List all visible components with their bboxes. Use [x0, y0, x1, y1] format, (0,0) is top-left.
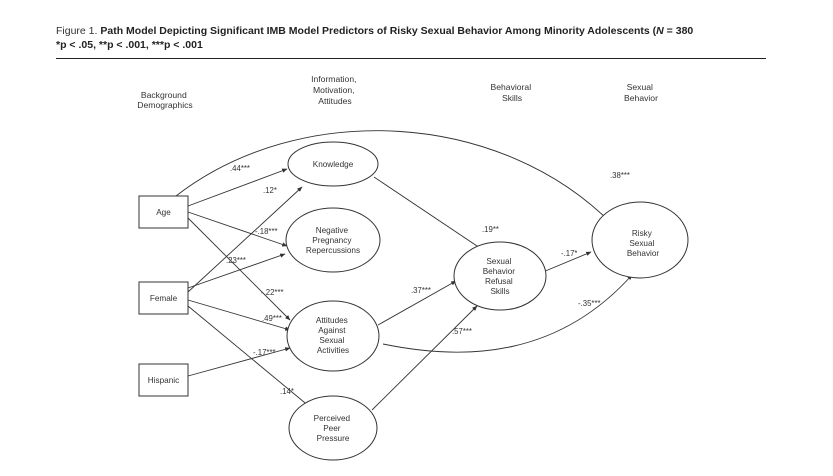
- significance-note: *p < .05, **p < .001, ***p < .001: [56, 39, 203, 51]
- path-female-knowledge: [187, 186, 303, 293]
- node-age-label: Age: [156, 208, 171, 217]
- coef-peer-refusal: .57***: [452, 327, 472, 336]
- coef-attitudes-risky: -.35***: [578, 299, 601, 308]
- coef-female-knowledge: .12*: [263, 186, 277, 195]
- caption-rule: [56, 58, 766, 59]
- figure-caption: Figure 1. Path Model Depicting Significa…: [56, 24, 816, 52]
- figure-label: Figure 1.: [56, 25, 98, 37]
- path-knowledge-refusal: [373, 176, 484, 251]
- path-hispanic-attitudes: [187, 347, 291, 377]
- path-age-attitudes: [187, 217, 291, 321]
- coef-age-knowledge: .44***: [230, 164, 250, 173]
- node-risky-label: Risky Sexual Behavior: [627, 229, 660, 258]
- coef-female-attitudes: .49***: [262, 314, 282, 323]
- path-attitudes-risky: [382, 274, 633, 353]
- node-refusal-label: Sexual Behavior Refusal Skills: [483, 257, 518, 296]
- coef-age-risky: .38***: [610, 171, 630, 180]
- node-negative-pregnancy-repercussions: Negative Pregnancy Repercussions: [285, 207, 381, 273]
- coef-female-peer: .14*: [280, 387, 294, 396]
- node-knowledge-label: Knowledge: [313, 160, 354, 169]
- path-female-peer: [187, 305, 311, 408]
- node-attitudes-against-sexual-activities: Attitudes Against Sexual Activities: [286, 300, 380, 372]
- node-knowledge: Knowledge: [287, 141, 379, 187]
- path-attitudes-refusal: [377, 280, 457, 326]
- node-female-label: Female: [150, 294, 178, 303]
- coef-age-negative: -.18***: [255, 227, 278, 236]
- figure-title-n: N: [656, 25, 664, 37]
- coef-age-attitudes: -.22***: [261, 288, 284, 297]
- header-sexual-behavior: Sexual Behavior: [624, 82, 658, 103]
- node-negative-label: Negative Pregnancy Repercussions: [306, 226, 360, 255]
- path-female-negative: [187, 253, 286, 289]
- figure-title-n-value: = 380: [663, 25, 694, 37]
- coef-refusal-risky: -.17*: [561, 249, 577, 258]
- figure-title: Path Model Depicting Significant IMB Mod…: [100, 25, 657, 37]
- path-refusal-risky: [542, 251, 592, 273]
- node-risky-sexual-behavior: Risky Sexual Behavior: [591, 201, 689, 279]
- node-attitudes-label: Attitudes Against Sexual Activities: [316, 316, 350, 355]
- node-female: Female: [138, 281, 189, 315]
- node-hispanic: Hispanic: [138, 363, 189, 397]
- path-age-risky: [175, 130, 614, 226]
- node-age: Age: [138, 195, 189, 229]
- coef-knowledge-refusal: .19**: [482, 225, 499, 234]
- path-female-attitudes: [187, 299, 291, 331]
- header-behavioral-skills: Behavioral Skills: [491, 82, 534, 103]
- header-background-demographics: Background Demographics: [137, 90, 192, 110]
- path-age-knowledge: [187, 168, 288, 207]
- coef-attitudes-refusal: .37***: [411, 286, 431, 295]
- coef-hispanic-attitudes: -.17***: [253, 348, 276, 357]
- coef-female-negative: .23***: [226, 256, 246, 265]
- path-peer-refusal: [371, 305, 478, 411]
- node-perceived-peer-pressure: Perceived Peer Pressure: [288, 395, 378, 461]
- path-age-negative: [187, 211, 288, 247]
- node-peer-label: Perceived Peer Pressure: [314, 414, 353, 443]
- header-information-motivation-attitudes: Information, Motivation, Attitudes: [311, 74, 359, 106]
- node-hispanic-label: Hispanic: [148, 376, 179, 385]
- node-sexual-behavior-refusal-skills: Sexual Behavior Refusal Skills: [453, 241, 547, 311]
